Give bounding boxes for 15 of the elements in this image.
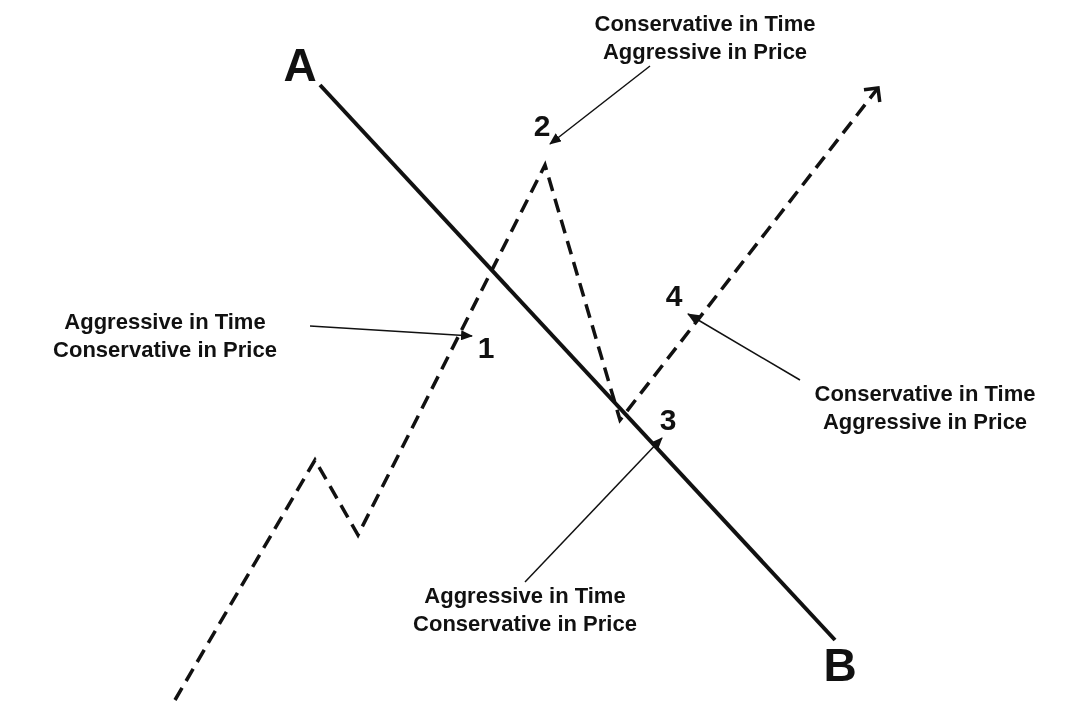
leader-arrow bbox=[524, 437, 663, 583]
callout-text: Conservative in Time Aggressive in Price bbox=[560, 10, 850, 66]
leader-arrow bbox=[309, 325, 473, 341]
callout-text: Aggressive in Time Conservative in Price bbox=[20, 308, 310, 364]
point-number: 1 bbox=[472, 330, 500, 366]
point-number: 3 bbox=[654, 402, 682, 438]
point-number: 2 bbox=[528, 108, 556, 144]
point-letter: A bbox=[280, 40, 320, 90]
point-number: 4 bbox=[660, 278, 688, 314]
point-letter: B bbox=[820, 640, 860, 690]
leader-arrow bbox=[549, 65, 651, 145]
callout-text: Conservative in Time Aggressive in Price bbox=[775, 380, 1075, 436]
callout-text: Aggressive in Time Conservative in Price bbox=[380, 582, 670, 638]
leader-arrow bbox=[687, 313, 801, 381]
trend-line bbox=[318, 83, 837, 642]
